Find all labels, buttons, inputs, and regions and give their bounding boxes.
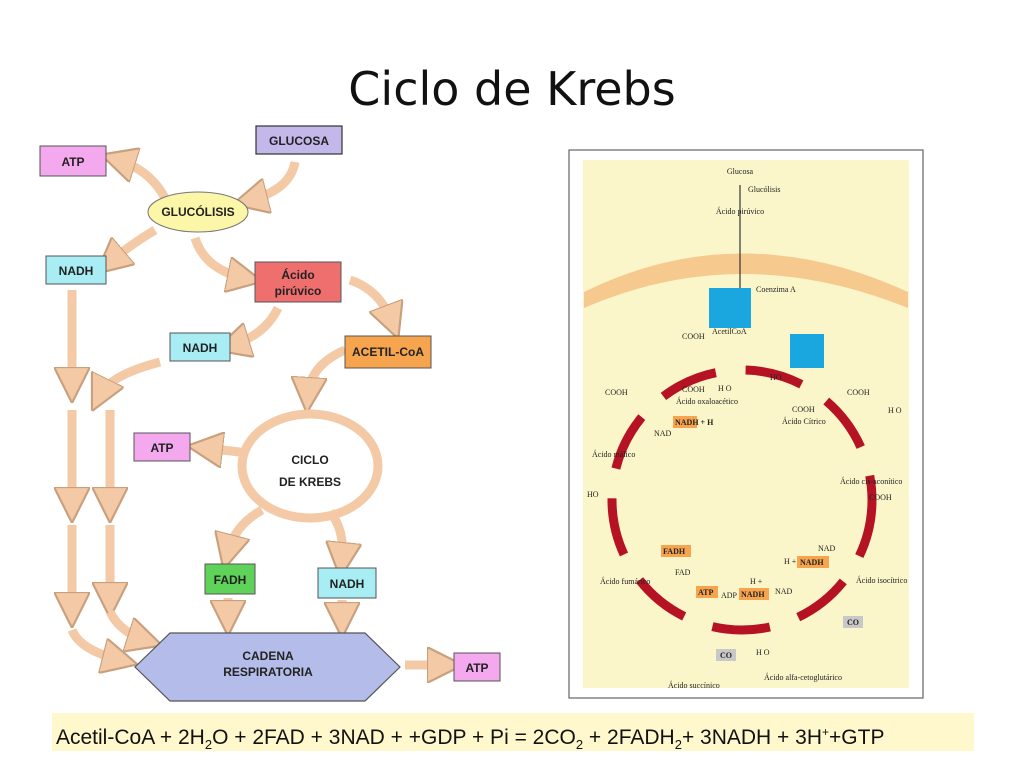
atp-top-box: ATP xyxy=(39,145,107,177)
krebs-cycle-ring xyxy=(237,409,383,523)
svg-text:ATP: ATP xyxy=(465,661,488,675)
svg-text:HO: HO xyxy=(770,373,782,382)
co-tag-2 xyxy=(843,616,863,628)
arrow-glucolisis-piruvico xyxy=(190,236,245,278)
txt-acetilcoa: AcetilCoA xyxy=(712,327,747,336)
arrow-acetil-ciclo xyxy=(308,345,347,395)
svg-text:NAD: NAD xyxy=(818,544,836,553)
acido-piruvico-box: Ácido pirúvico xyxy=(254,261,342,303)
svg-text:CO: CO xyxy=(847,618,859,627)
txt-coenzima: Coenzima A xyxy=(756,285,796,294)
svg-text:NADH: NADH xyxy=(59,264,94,278)
arrow-piruvico-acetil xyxy=(348,275,392,322)
svg-text:ADP: ADP xyxy=(721,591,738,600)
txt-oxaloacetico: Ácido oxaloacético xyxy=(676,396,738,406)
atp-tag xyxy=(696,586,718,598)
arrow-nadh-down xyxy=(100,357,162,395)
txt-glucosa: Glucosa xyxy=(727,167,754,176)
txt-citrico: Ácido Cítrico xyxy=(782,416,826,426)
svg-text:RESPIRATORIA: RESPIRATORIA xyxy=(223,665,313,679)
krebs-label-2: DE KREBS xyxy=(279,475,341,489)
svg-text:COOH: COOH xyxy=(847,388,870,397)
svg-text:ATP: ATP xyxy=(61,155,84,169)
atp-bottom-box: ATP xyxy=(453,652,501,682)
nadh-bottom-box: NADH xyxy=(317,567,377,599)
co-tag-1 xyxy=(716,649,736,661)
krebs-label-1: CICLO xyxy=(291,453,328,467)
nadh-left-box: NADH xyxy=(45,255,107,285)
svg-text:ATP: ATP xyxy=(698,588,714,597)
fadh-box: FADH xyxy=(204,563,256,595)
nadh-tag-1 xyxy=(673,416,697,428)
nadh-tag-3 xyxy=(739,588,769,600)
svg-text:COOH: COOH xyxy=(869,493,892,502)
svg-text:HO: HO xyxy=(587,490,599,499)
txt-fumarico: Ácido fumárico xyxy=(600,576,650,586)
svg-text:COOH: COOH xyxy=(792,405,815,414)
svg-text:FADH: FADH xyxy=(663,547,686,556)
svg-text:CADENA: CADENA xyxy=(242,649,294,663)
txt-glucolisis: Glucólisis xyxy=(748,185,780,194)
arrow-ciclo-fadh xyxy=(228,506,265,552)
txt-cisaconitico: Ácido cis-aconítico xyxy=(840,476,902,486)
svg-text:ATP: ATP xyxy=(150,441,173,455)
mitochondrial-membrane xyxy=(584,253,908,308)
acetilcoa-blue-box xyxy=(709,288,751,328)
arrow-glucolisis-atp xyxy=(118,160,169,201)
acetil-coa-box: ACETIL-CoA xyxy=(344,335,432,369)
txt-isocitrico: Ácido isocítrico xyxy=(856,575,907,585)
svg-text:COOH: COOH xyxy=(682,332,705,341)
svg-text:GLUCOSA: GLUCOSA xyxy=(269,134,329,148)
krebs-red-cycle xyxy=(607,365,877,635)
citrate-blue-box xyxy=(790,334,824,368)
txt-succinico: Ácido succínico xyxy=(668,680,720,690)
page-title: Ciclo de Krebs xyxy=(348,62,676,116)
svg-text:H O: H O xyxy=(888,406,902,415)
txt-piruvico: Ácido pirúvico xyxy=(716,206,764,216)
svg-text:CO: CO xyxy=(720,651,732,660)
cadena-hexagon: CADENA RESPIRATORIA xyxy=(134,632,401,702)
krebs-equation: Acetil-CoA + 2H2O + 2FAD + 3NAD + +GDP +… xyxy=(52,713,974,752)
svg-text:Ácido: Ácido xyxy=(281,267,314,282)
svg-text:COOH: COOH xyxy=(605,388,628,397)
fadh-tag xyxy=(661,545,691,557)
arrow-left-cadena xyxy=(67,627,120,660)
svg-text:NADH: NADH xyxy=(741,590,765,599)
svg-text:NAD: NAD xyxy=(775,587,793,596)
arrow-glucolisis-nadh xyxy=(110,226,158,262)
svg-text:COOH: COOH xyxy=(682,385,705,394)
svg-text:GLUCÓLISIS: GLUCÓLISIS xyxy=(161,204,234,219)
nadh-mid-box: NADH xyxy=(169,332,231,362)
glucosa-box: GLUCOSA xyxy=(255,125,343,155)
svg-text:H O: H O xyxy=(718,384,732,393)
atp-mid-box: ATP xyxy=(133,432,191,462)
svg-text:NADH + H: NADH + H xyxy=(675,418,714,427)
arrow-mid-cadena xyxy=(105,609,145,640)
txt-malico: Ácido málico xyxy=(592,449,635,459)
svg-text:FAD: FAD xyxy=(675,568,691,577)
svg-text:pirúvico: pirúvico xyxy=(275,284,322,298)
svg-text:H O: H O xyxy=(756,648,770,657)
flow-arrows xyxy=(72,160,445,665)
svg-text:FADH: FADH xyxy=(214,573,247,587)
nadh-tag-2 xyxy=(797,556,829,568)
svg-text:H +: H + xyxy=(784,557,797,566)
svg-text:NADH: NADH xyxy=(183,341,218,355)
svg-text:NADH: NADH xyxy=(330,577,365,591)
arrow-piruvico-nadh xyxy=(232,305,283,345)
glucolisis-ellipse: GLUCÓLISIS xyxy=(147,191,249,233)
svg-text:NAD: NAD xyxy=(654,429,672,438)
svg-text:H +: H + xyxy=(750,577,763,586)
txt-cetoglutarico: Ácido alfa-cetoglutárico xyxy=(764,672,842,682)
svg-text:ACETIL-CoA: ACETIL-CoA xyxy=(352,345,424,359)
svg-text:NADH: NADH xyxy=(800,558,824,567)
arrow-glucosa-glucolisis xyxy=(250,160,300,200)
